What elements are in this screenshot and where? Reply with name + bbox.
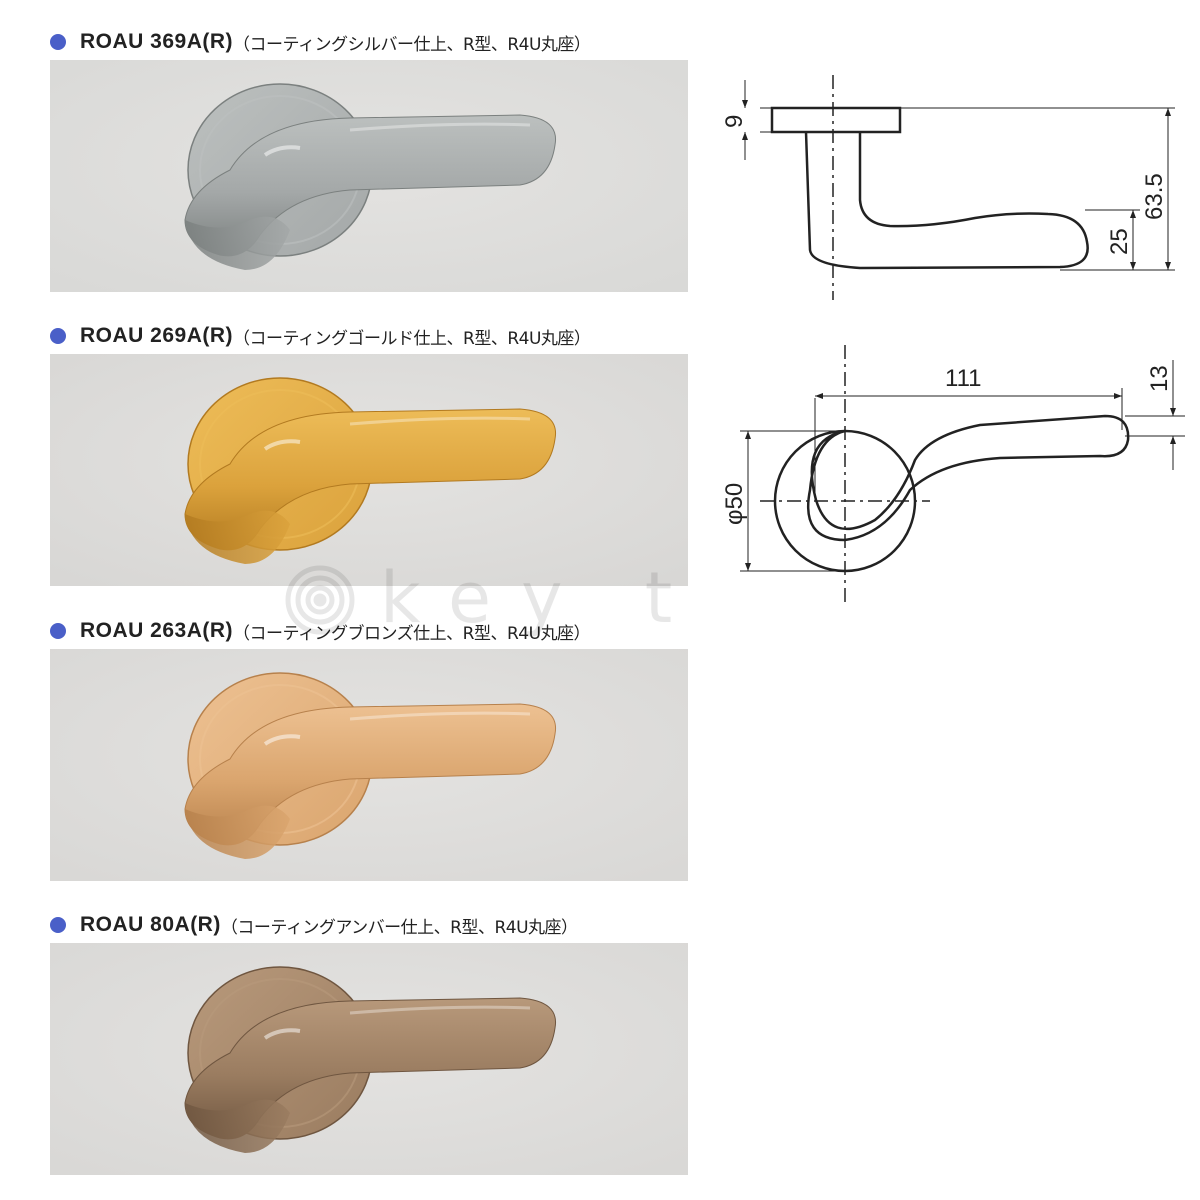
finish-description: （コーティングアンバー仕上、R型、R4U丸座） <box>220 917 578 938</box>
finish-description: （コーティングゴールド仕上、R型、R4U丸座） <box>233 328 591 349</box>
bullet-icon <box>50 623 66 639</box>
product-header: ROAU 80A(R) （コーティングアンバー仕上、R型、R4U丸座） <box>50 913 750 938</box>
model-number: ROAU 369A(R) <box>80 30 234 53</box>
model-number: ROAU 263A(R) <box>80 619 234 642</box>
bronze-lever-handle-photo <box>50 649 688 881</box>
dimension-9: 9 <box>721 115 748 128</box>
bullet-icon <box>50 34 66 50</box>
product-header: ROAU 263A(R) （コーティングブロンズ仕上、R型、R4U丸座） <box>50 619 750 644</box>
gold-lever-handle-photo <box>50 354 688 586</box>
model-number: ROAU 269A(R) <box>80 324 234 347</box>
product-header: ROAU 269A(R) （コーティングゴールド仕上、R型、R4U丸座） <box>50 324 750 349</box>
top-view-drawing: 111 13 φ50 <box>700 340 1200 610</box>
dimension-13: 13 <box>1146 365 1173 392</box>
dimension-25: 25 <box>1106 228 1133 255</box>
side-view-drawing: 9 63.5 25 <box>700 70 1200 310</box>
bullet-icon <box>50 917 66 933</box>
bullet-icon <box>50 328 66 344</box>
model-number: ROAU 80A(R) <box>80 913 221 936</box>
dimension-63-5: 63.5 <box>1141 173 1168 220</box>
dimension-111: 111 <box>945 365 981 392</box>
dimension-phi-50: φ50 <box>721 483 748 525</box>
silver-lever-handle-photo <box>50 60 688 292</box>
finish-description: （コーティングシルバー仕上、R型、R4U丸座） <box>233 34 591 55</box>
amber-lever-handle-photo <box>50 943 688 1175</box>
finish-description: （コーティングブロンズ仕上、R型、R4U丸座） <box>233 623 591 644</box>
product-header: ROAU 369A(R) （コーティングシルバー仕上、R型、R4U丸座） <box>50 30 750 55</box>
